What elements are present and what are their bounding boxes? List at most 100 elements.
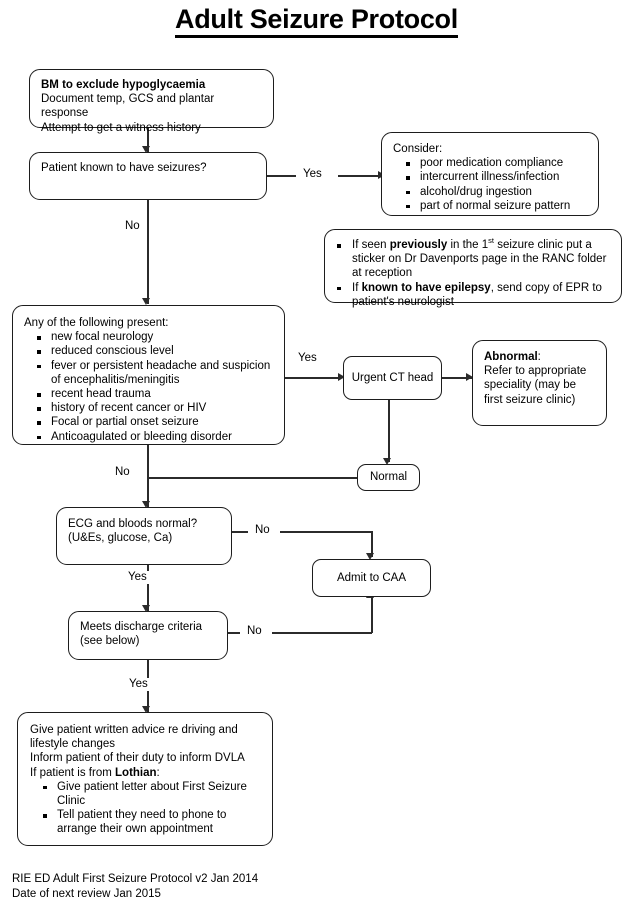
footer-line1: RIE ED Adult First Seizure Protocol v2 J… [12,873,259,885]
discharge-advice-line1: Give patient written advice re driving a… [30,724,238,751]
edge-label-red-flags-yes: Yes [295,352,320,365]
footer: RIE ED Adult First Seizure Protocol v2 J… [12,872,258,902]
discharge-criteria-line1: Meets discharge criteria [80,621,203,633]
connector-known-no-to-redflags [147,200,149,304]
connector-ecg-no-vertical [371,531,373,557]
normal-text: Normal [369,471,408,484]
ecg-bloods-line1: ECG and bloods normal? [68,518,198,530]
arrowhead-ecg-yes-to-discharge [142,605,151,612]
abnormal-colon: : [537,351,541,363]
red-flags-item: Focal or partial onset seizure [24,415,275,429]
arrowhead-redflags-no-to-ecg [142,501,151,508]
discharge-advice-line3-a: If patient is from [30,766,116,779]
red-flags-item: history of recent cancer or HIV [24,401,275,415]
discharge-advice-item: Tell patient they need to phone to arran… [30,808,264,836]
discharge-advice-line2: Inform patient of their duty to inform D… [30,752,245,765]
clinic-note-list: If seen previously in the 1st seizure cl… [329,236,611,309]
node-discharge-advice[interactable]: Give patient written advice re driving a… [17,712,273,846]
connector-ecg-no-stub [232,531,248,533]
clinic-note-item-previously: If seen previously in the 1st seizure cl… [329,236,611,281]
edge-label-ecg-no: No [252,524,273,537]
connector-initial-to-known [147,128,149,152]
connector-ecg-no-horizontal [280,531,372,533]
clinic-note-item1-c: in the 1 [447,239,489,251]
initial-assessment-line2: Document temp, GCS and plantar response [41,93,215,120]
urgent-ct-head-text: Urgent CT head [351,371,434,384]
node-ecg-bloods[interactable]: ECG and bloods normal? (U&Es, glucose, C… [56,507,232,565]
clinic-note-item1-a: If seen [352,239,390,251]
node-red-flags[interactable]: Any of the following present: new focal … [12,305,285,445]
node-urgent-ct-head[interactable]: Urgent CT head [343,356,442,400]
arrowhead-known-no-to-redflags [142,298,151,305]
connector-redflags-yes-to-ct [285,377,340,379]
arrowhead-redflags-yes-to-ct [338,372,345,381]
node-initial-assessment[interactable]: BM to exclude hypoglycaemia Document tem… [29,69,274,134]
arrowhead-ecg-no-to-admit [366,553,375,560]
consider-item: intercurrent illness/infection [393,170,589,184]
clinic-note-item1-sup: st [488,236,495,246]
edge-label-red-flags-no: No [112,466,133,479]
node-consider[interactable]: Consider: poor medication compliance int… [381,132,599,216]
consider-list: poor medication compliance intercurrent … [393,156,589,213]
page-title-text: Adult Seizure Protocol [175,4,458,38]
admit-to-caa-text: Admit to CAA [336,571,407,584]
red-flags-item: recent head trauma [24,387,275,401]
discharge-criteria-line2: (see below) [80,635,140,648]
node-normal[interactable]: Normal [357,464,420,491]
footer-line2: Date of next review Jan 2015 [12,888,161,900]
abnormal-body: Refer to appropriate speciality (may be … [484,365,587,406]
connector-discharge-no-stub [228,632,240,634]
node-clinic-note[interactable]: If seen previously in the 1st seizure cl… [324,229,622,308]
arrowhead-discharge-yes-to-advice [142,706,151,713]
consider-item: alcohol/drug ingestion [393,185,589,199]
page-title: Adult Seizure Protocol [0,4,633,38]
consider-item: poor medication compliance [393,156,589,170]
connector-normal-to-maincolumn [147,477,357,479]
connector-redflags-no-to-ecg [147,445,149,507]
clinic-note-item2-a: If [352,281,362,294]
red-flags-list: new focal neurology reduced conscious le… [24,330,275,444]
red-flags-heading: Any of the following present: [24,317,169,329]
connector-known-yes-stub [267,175,296,177]
node-abnormal[interactable]: Abnormal: Refer to appropriate specialit… [472,340,607,426]
clinic-note-item2-b: known to have epilepsy [361,281,491,294]
discharge-advice-list: Give patient letter about First Seizure … [30,780,264,837]
clinic-note-item-epilepsy: If known to have epilepsy, send copy of … [329,281,611,309]
connector-known-yes-to-consider [338,175,380,177]
patient-known-seizures-text: Patient known to have seizures? [41,162,207,174]
initial-assessment-line1: BM to exclude hypoglycaemia [41,79,206,91]
connector-ecg-yes-to-discharge [147,565,149,611]
discharge-advice-line3: If patient is from Lothian: [30,766,264,780]
clinic-note-item1-b: previously [389,239,448,251]
connector-ct-to-abnormal [442,377,472,379]
red-flags-item: new focal neurology [24,330,275,344]
edge-label-known-seizures-no: No [122,220,143,233]
arrowhead-ct-to-normal [383,458,392,465]
connector-ct-to-normal [388,400,390,462]
node-patient-known-seizures[interactable]: Patient known to have seizures? [29,152,267,200]
edge-label-discharge-yes: Yes [126,678,151,691]
node-admit-to-caa[interactable]: Admit to CAA [312,559,431,597]
arrowhead-ct-to-abnormal [466,372,473,381]
edge-label-ecg-yes: Yes [125,571,150,584]
ecg-bloods-line2: (U&Es, glucose, Ca) [68,532,173,545]
clinic-note-item2-c: , send copy of EPR to patient's neurolog… [352,281,602,308]
discharge-advice-lothian: Lothian [115,766,157,779]
edge-label-known-seizures-yes: Yes [300,168,325,181]
consider-item: part of normal seizure pattern [393,199,589,213]
abnormal-heading-row: Abnormal: [484,350,597,364]
consider-heading: Consider: [393,143,443,155]
initial-assessment-line3: Attempt to get a witness history [41,121,201,134]
arrowhead-initial-to-known [142,146,151,153]
node-discharge-criteria[interactable]: Meets discharge criteria (see below) [68,611,228,660]
red-flags-item: Anticoagulated or bleeding disorder [24,430,275,444]
discharge-advice-line3-c: : [156,766,160,779]
edge-label-discharge-no: No [244,625,265,638]
red-flags-item: reduced conscious level [24,344,275,358]
abnormal-heading: Abnormal [484,351,538,363]
connector-discharge-no-horizontal [272,632,372,634]
clinic-note-item1-d: seizure clinic put a sticker on Dr Daven… [352,239,607,280]
red-flags-item: fever or persistent headache and suspici… [24,359,275,387]
connector-discharge-no-vertical [371,597,373,633]
